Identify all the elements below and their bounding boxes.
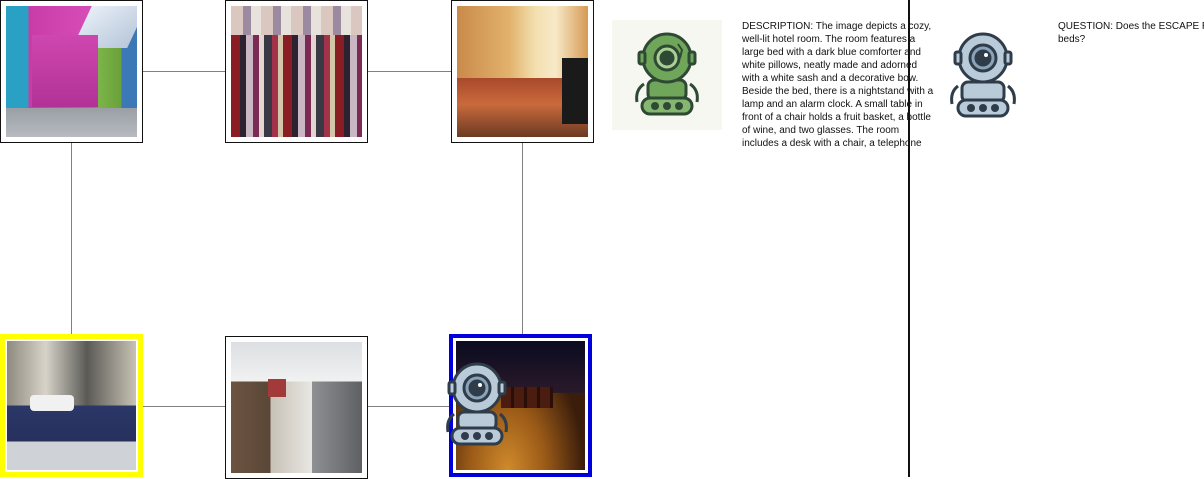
question-panel: QUESTION: Does the ESCAPE ROOM have beds… xyxy=(912,0,1204,477)
agent-robot-icon xyxy=(446,362,508,446)
room-map xyxy=(0,0,595,479)
room-photo xyxy=(231,342,362,473)
room-attic[interactable] xyxy=(0,0,143,143)
green-robot-icon xyxy=(635,32,699,116)
connector-bottom-left xyxy=(143,406,225,407)
description-text: DESCRIPTION: The image depicts a cozy, w… xyxy=(742,21,937,149)
connector-right-vertical xyxy=(522,142,523,335)
room-photo xyxy=(231,6,362,137)
room-kitchen[interactable] xyxy=(225,336,368,479)
connector-bottom-right xyxy=(368,406,452,407)
description-panel: DESCRIPTION: The image depicts a cozy, w… xyxy=(610,18,933,478)
question-text: QUESTION: Does the ESCAPE ROOM have beds… xyxy=(1058,21,1204,45)
connector-top-left xyxy=(143,71,225,72)
room-photo xyxy=(7,341,136,470)
describer-avatar xyxy=(612,20,722,130)
room-closet[interactable] xyxy=(225,0,368,143)
room-hotel[interactable] xyxy=(451,0,594,143)
room-photo xyxy=(457,6,588,137)
blue-robot-icon xyxy=(950,32,1016,118)
room-photo xyxy=(6,6,137,137)
connector-top-right xyxy=(368,71,452,72)
connector-left-vertical xyxy=(71,142,72,335)
panel-divider xyxy=(908,0,910,477)
room-bedroom-highlighted[interactable] xyxy=(0,334,143,477)
